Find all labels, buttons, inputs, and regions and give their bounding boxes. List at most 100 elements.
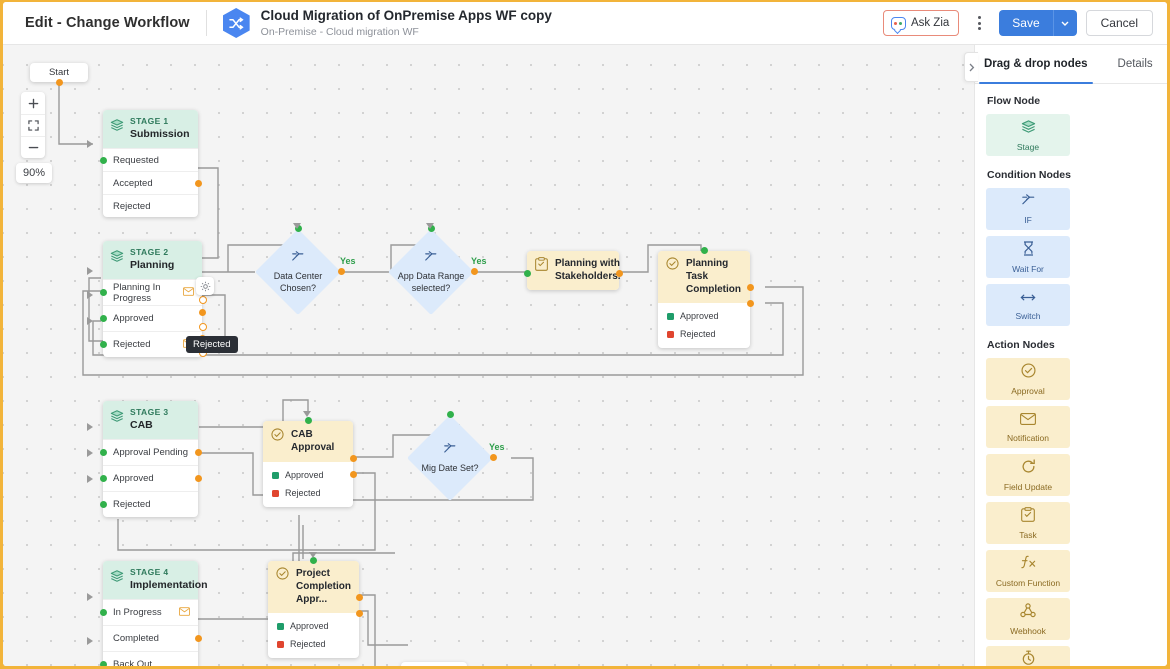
panel-collapse-chevron-right-icon[interactable] — [964, 52, 978, 82]
row-input-port[interactable] — [99, 341, 107, 348]
stage-row[interactable]: Approved — [99, 465, 202, 491]
stage-node-stage1[interactable]: STAGE 1 Submission Requested Accepted Re… — [99, 110, 202, 217]
stage-row[interactable]: Approval Pending — [99, 439, 202, 465]
approved-output-port[interactable] — [349, 455, 357, 462]
zoom-in-icon[interactable] — [21, 92, 45, 114]
palette-node-timer[interactable]: Timer — [986, 646, 1070, 666]
condition-yes-port[interactable] — [490, 454, 497, 461]
branch-label-yes: Yes — [471, 256, 487, 266]
stage-node-stage3[interactable]: STAGE 3 CAB Approval Pending Approved Re… — [99, 401, 202, 517]
edge-arrow-icon — [293, 223, 302, 230]
row-output-port[interactable] — [194, 475, 202, 482]
palette-node-notification[interactable]: Notification — [986, 406, 1070, 448]
palette-node-webhook[interactable]: Webhook — [986, 598, 1070, 640]
envelope-icon[interactable] — [183, 286, 194, 299]
row-input-port[interactable] — [99, 289, 107, 296]
palette-node-approval[interactable]: Approval — [986, 358, 1070, 400]
zoom-out-icon[interactable] — [21, 136, 45, 158]
stage-row[interactable]: Accepted — [103, 171, 202, 194]
approval-row-label: Approved — [680, 311, 719, 321]
row-output-port-a[interactable] — [199, 309, 206, 316]
row-input-port[interactable] — [99, 609, 107, 616]
stage-row[interactable]: Approved — [99, 305, 207, 331]
action-output-port[interactable] — [615, 270, 623, 277]
zia-eye-right — [899, 21, 903, 25]
row-output-port-b[interactable] — [198, 323, 207, 331]
zoom-level-label[interactable]: 90% — [16, 163, 53, 183]
approved-output-port[interactable] — [355, 594, 363, 601]
tab-drag-drop-nodes[interactable]: Drag & drop nodes — [975, 45, 1097, 84]
condition-node-d3[interactable]: Mig Date Set? — [407, 411, 497, 501]
row-output-port[interactable] — [194, 635, 202, 642]
fit-to-screen-icon[interactable] — [21, 114, 45, 136]
approval-row[interactable]: Approved — [268, 617, 359, 635]
edge-arrow-icon — [87, 593, 94, 602]
approval-row[interactable]: Rejected — [658, 325, 750, 343]
palette-node-task[interactable]: Task — [986, 502, 1070, 544]
condition-yes-port[interactable] — [338, 268, 345, 275]
approved-output-port[interactable] — [746, 284, 754, 291]
condition-yes-port[interactable] — [471, 268, 478, 275]
cancel-button[interactable]: Cancel — [1085, 10, 1153, 36]
partial-node-offscreen[interactable] — [401, 662, 467, 666]
row-input-port[interactable] — [99, 661, 107, 666]
rejected-output-port[interactable] — [355, 610, 363, 617]
clipboard-check-icon — [1021, 506, 1035, 527]
palette-node-stage[interactable]: Stage — [986, 114, 1070, 156]
condition-input-port[interactable] — [446, 411, 454, 418]
stage-row[interactable]: Rejected — [103, 194, 198, 217]
palette-node-custom-function[interactable]: Custom Function — [986, 550, 1070, 592]
stage-node-stage4[interactable]: STAGE 4 Implementation In Progress Compl… — [99, 561, 208, 666]
stage-row[interactable]: Requested — [99, 148, 198, 171]
rejected-output-port[interactable] — [349, 471, 357, 478]
row-input-port[interactable] — [99, 501, 107, 508]
stage-row[interactable]: In Progress — [99, 599, 198, 625]
action-input-port[interactable] — [304, 417, 312, 424]
palette-node-wait-for[interactable]: Wait For — [986, 236, 1070, 278]
start-node-output-port[interactable] — [55, 79, 63, 86]
save-dropdown-chevron-down-icon[interactable] — [1052, 10, 1077, 36]
palette-node-field-update[interactable]: Field Update — [986, 454, 1070, 496]
header-actions: Ask Zia Save Cancel — [882, 10, 1153, 36]
kebab-menu-icon[interactable] — [968, 10, 990, 36]
stage-row[interactable]: Completed — [103, 625, 202, 651]
approval-row[interactable]: Rejected — [268, 635, 359, 653]
approval-row[interactable]: Approved — [263, 466, 353, 484]
gear-icon[interactable] — [196, 277, 214, 295]
refresh-icon — [1021, 458, 1036, 479]
start-node[interactable]: Start — [30, 63, 88, 86]
save-button[interactable]: Save — [999, 10, 1053, 36]
app-shell: Edit - Change Workflow Cloud Migration o… — [3, 2, 1167, 666]
action-node-appr2[interactable]: CAB Approval Approved Rejected — [263, 417, 357, 507]
envelope-icon — [1020, 412, 1036, 430]
row-output-port[interactable] — [194, 179, 202, 187]
tab-details[interactable]: Details — [1117, 58, 1153, 70]
row-input-port[interactable] — [99, 475, 107, 482]
row-output-port-b[interactable] — [198, 296, 207, 304]
row-input-port[interactable] — [99, 156, 107, 164]
rejected-output-port[interactable] — [746, 300, 754, 307]
approval-row[interactable]: Approved — [658, 307, 750, 325]
approval-row[interactable]: Rejected — [263, 484, 353, 502]
envelope-icon[interactable] — [179, 606, 190, 619]
action-input-port[interactable] — [523, 270, 531, 277]
action-input-port[interactable] — [700, 247, 708, 254]
stage-row[interactable]: Back Out — [99, 651, 198, 666]
ask-zia-button[interactable]: Ask Zia — [882, 10, 960, 36]
stage-row[interactable]: Planning In Progress — [99, 279, 207, 305]
stage-row[interactable]: Rejected — [99, 491, 198, 517]
row-input-port[interactable] — [99, 315, 107, 322]
row-input-port[interactable] — [99, 449, 107, 456]
palette-node-switch[interactable]: Switch — [986, 284, 1070, 326]
palette-node-if[interactable]: IF — [986, 188, 1070, 230]
workflow-canvas[interactable]: 90% — [3, 45, 974, 666]
row-output-port[interactable] — [194, 449, 202, 456]
